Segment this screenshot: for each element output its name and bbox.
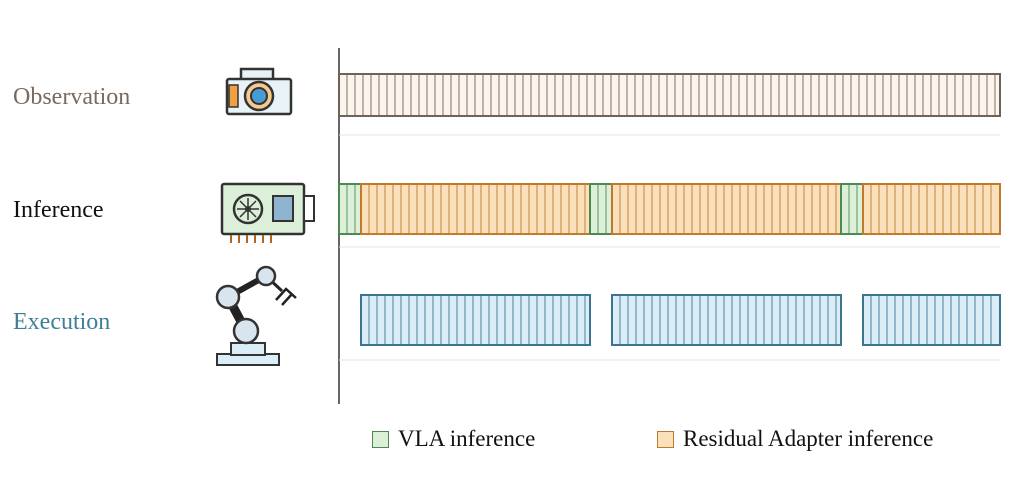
inference-adapter-segment — [611, 183, 842, 235]
execution-segment — [862, 294, 1001, 346]
legend-label-adapter: Residual Adapter inference — [683, 426, 934, 451]
inference-vla-segment — [840, 183, 864, 235]
timeline-bars — [338, 73, 1001, 346]
legend-label-vla: VLA inference — [398, 426, 536, 451]
legend-vla: VLA inference — [372, 426, 535, 452]
inference-vla-segment — [589, 183, 613, 235]
row-label-execution: Execution — [13, 309, 111, 335]
row-label-inference: Inference — [13, 197, 104, 223]
legend-swatch-adapter — [657, 430, 674, 448]
observation-bar — [338, 73, 1001, 117]
execution-segment — [611, 294, 842, 346]
inference-adapter-segment — [862, 183, 1001, 235]
legend-swatch-vla — [372, 430, 389, 448]
camera-icon — [225, 67, 293, 116]
robot-arm-icon — [215, 265, 297, 366]
inference-vla-segment — [338, 183, 362, 235]
gpu-card-icon — [220, 182, 315, 243]
legend-adapter: Residual Adapter inference — [657, 426, 933, 452]
inference-adapter-segment — [360, 183, 591, 235]
execution-segment — [360, 294, 591, 346]
row-label-observation: Observation — [13, 84, 131, 110]
